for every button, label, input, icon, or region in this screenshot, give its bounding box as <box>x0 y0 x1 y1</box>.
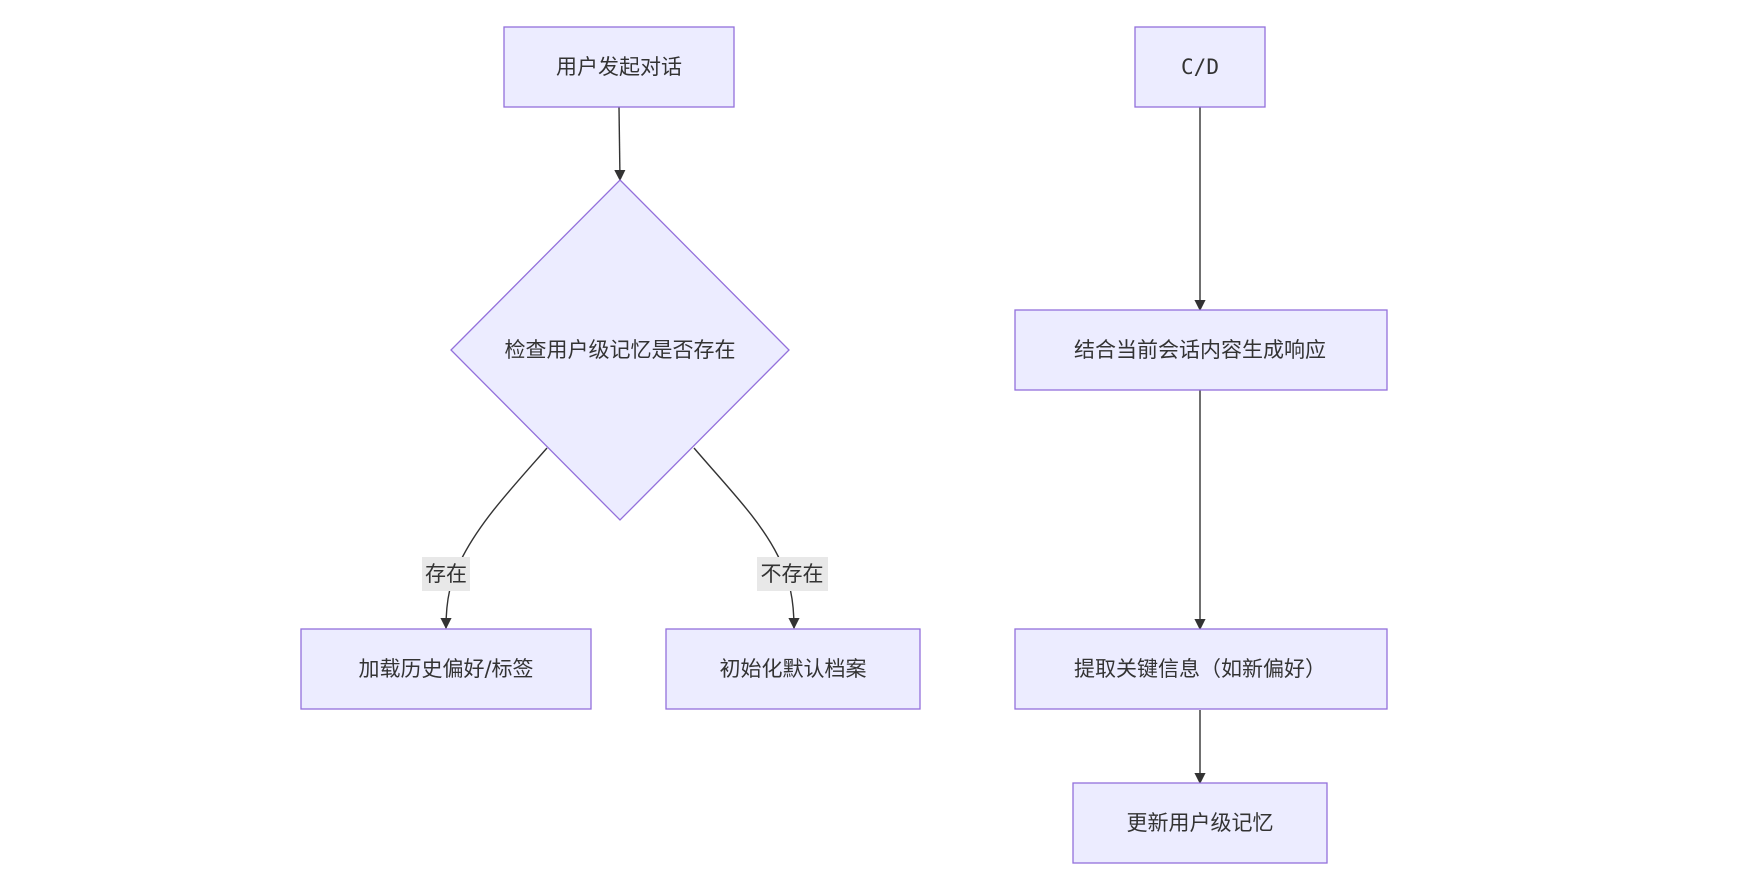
node-init-default[interactable]: 初始化默认档案 <box>665 628 921 710</box>
edge-label-exists: 存在 <box>422 557 470 591</box>
edge-check-to-init <box>693 447 800 630</box>
edge-start-to-check <box>614 106 626 182</box>
svg-text:检查用户级记忆是否存在: 检查用户级记忆是否存在 <box>505 338 736 362</box>
node-update-memory[interactable]: 更新用户级记忆 <box>1072 782 1328 864</box>
svg-text:初始化默认档案: 初始化默认档案 <box>720 657 867 681</box>
svg-text:不存在: 不存在 <box>761 562 824 586</box>
node-combine-response[interactable]: 结合当前会话内容生成响应 <box>1014 309 1388 391</box>
svg-text:用户发起对话: 用户发起对话 <box>556 55 682 79</box>
node-load-history[interactable]: 加载历史偏好/标签 <box>300 628 592 710</box>
edge-check-to-load <box>440 447 548 630</box>
svg-text:结合当前会话内容生成响应: 结合当前会话内容生成响应 <box>1074 338 1326 362</box>
svg-text:提取关键信息（如新偏好）: 提取关键信息（如新偏好） <box>1074 657 1326 681</box>
node-extract-info[interactable]: 提取关键信息（如新偏好） <box>1014 628 1388 710</box>
node-cd[interactable]: C/D <box>1134 26 1266 108</box>
edge-label-not-exists: 不存在 <box>757 557 828 591</box>
svg-text:存在: 存在 <box>425 562 467 586</box>
svg-text:加载历史偏好/标签: 加载历史偏好/标签 <box>358 657 533 681</box>
svg-text:更新用户级记忆: 更新用户级记忆 <box>1127 811 1274 835</box>
node-check-decision[interactable]: 检查用户级记忆是否存在 <box>450 179 790 521</box>
svg-text:C/D: C/D <box>1181 55 1219 79</box>
node-start[interactable]: 用户发起对话 <box>503 26 735 108</box>
